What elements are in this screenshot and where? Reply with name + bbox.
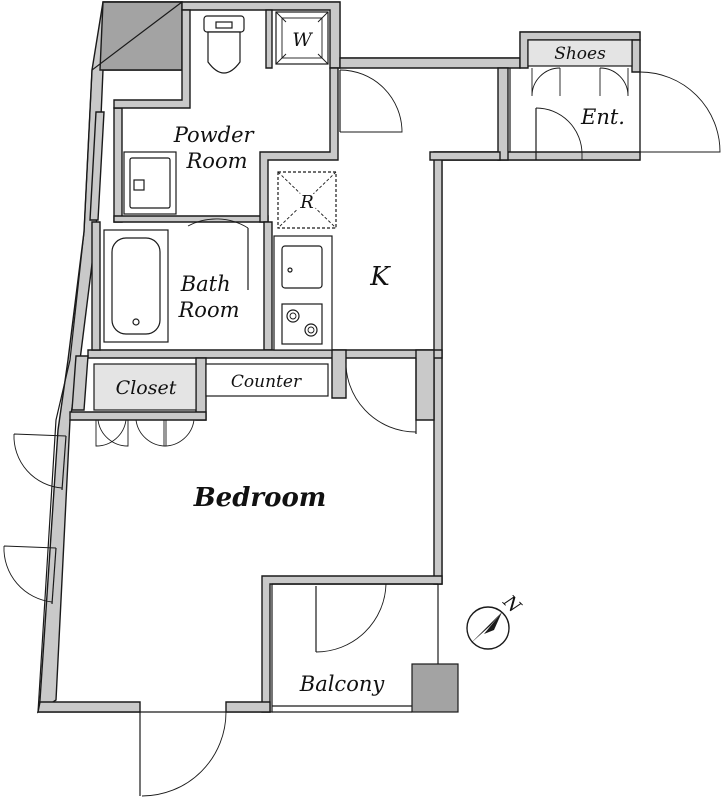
kitchen-label: K [369,262,391,292]
washer-label: W [292,29,313,51]
kitchen-sink-icon [281,245,323,289]
front-door[interactable] [639,71,721,153]
refrigerator-icon [277,171,337,229]
powder-room-door[interactable] [339,69,403,133]
balcony-outdoor-unit [411,663,459,713]
bedroom-south-door[interactable] [139,711,227,797]
entrance-west-wall [497,67,509,161]
bath-room-door[interactable] [187,218,249,290]
bedroom-label: Bedroom [193,483,327,513]
toilet-icon [203,15,245,74]
closet-east-wall [195,357,207,421]
pipe-shaft [99,1,183,71]
bedroom-door[interactable] [345,357,417,434]
east-wall [433,151,641,585]
powder-room-west-wall [113,107,123,223]
south-wall-2 [225,701,271,713]
bath-room-label-line-2: Room [177,298,239,322]
sink-icon [123,151,177,215]
bath-room-label-line-1: Bath [180,272,231,296]
balcony-label: Balcony [299,672,386,696]
powder-room-label: Powder Room [173,123,261,173]
bath-room-south-wall [87,349,443,359]
bedroom-west-door-2[interactable] [3,545,57,605]
bedroom-north-wall [69,411,207,421]
powder-room-label-line-2: Room [185,149,247,173]
closet-storage [93,363,197,411]
powder-room-inner-wall [113,9,191,109]
closet-doors[interactable] [95,419,195,447]
shoes-cabinet [527,39,633,67]
shoe-cabinet-doors[interactable] [531,67,629,97]
counter-top [205,363,329,397]
closet-label: Closet [116,377,177,399]
north-wall-2 [339,57,521,69]
refrigerator-label: R [299,192,314,213]
balcony-door[interactable] [315,583,387,653]
balcony-outline [271,583,439,713]
entrance-east-wall [631,39,641,73]
west-thin-wall [89,111,105,221]
bath-room-east-wall [263,221,273,351]
counter-label: Counter [231,372,302,392]
bath-room-label: Bath Room [177,272,239,322]
hall-wall [429,151,501,161]
bathtub-icon [103,229,169,343]
closet-west-wall [71,355,89,411]
kitchen-bedroom-door-jamb [415,349,435,421]
shoes-label: Shoes [554,44,606,64]
washer-icon [275,11,329,65]
kitchen-bedroom-wall [331,349,347,399]
compass-icon [466,606,510,650]
south-wall [37,701,141,713]
powder-room-label-line-1: Powder [173,123,256,147]
powder-room-south-wall [113,215,269,223]
stove-icon [281,303,323,345]
washer-divider [265,9,273,69]
bath-room-west-wall [91,221,101,351]
bedroom-west-door-1[interactable] [13,433,67,491]
entrance-label: Ent. [580,105,625,129]
entrance-inner-door[interactable] [535,107,583,160]
